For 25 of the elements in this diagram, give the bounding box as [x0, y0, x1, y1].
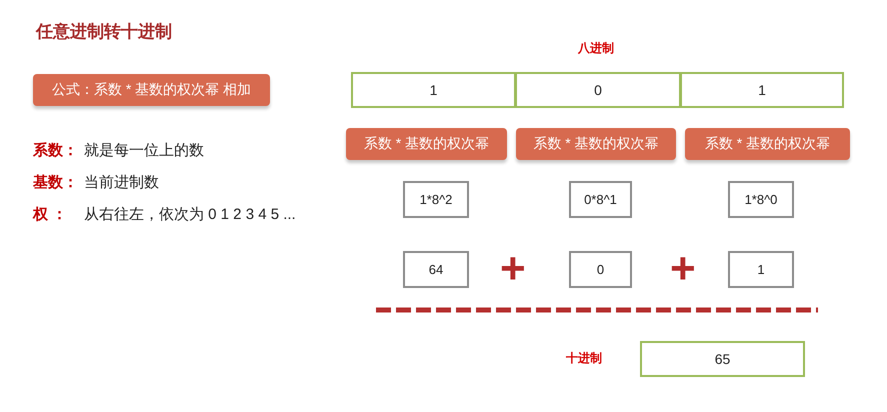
number-system-label: 八进制 — [578, 40, 614, 56]
term-banner: 系数 * 基数的权次幂 — [685, 128, 850, 160]
value-box: 1 — [728, 251, 794, 288]
term-box: 1*8^0 — [728, 181, 794, 218]
term-box: 1*8^2 — [403, 181, 469, 218]
term-banner: 系数 * 基数的权次幂 — [346, 128, 507, 160]
term-label: 权 ： — [33, 205, 68, 225]
digit-cell: 0 — [515, 72, 681, 108]
formula-banner: 公式：系数 * 基数的权次幂 相加 — [33, 74, 270, 106]
plus-sign: + — [670, 249, 696, 289]
term-box: 0*8^1 — [569, 181, 632, 218]
number-system-label: 十进制 — [566, 350, 602, 366]
value-box: 64 — [403, 251, 469, 288]
digit-cell: 1 — [351, 72, 516, 108]
plus-sign: + — [500, 249, 526, 289]
definition-text: 就是每一位上的数 — [84, 141, 204, 161]
term-label: 系数： — [33, 141, 78, 161]
definition-text: 从右往左，依次为 0 1 2 3 4 5 ... — [84, 205, 296, 225]
definition-text: 当前进制数 — [84, 173, 159, 193]
slide-title: 任意进制转十进制 — [36, 21, 172, 43]
digit-cell: 1 — [680, 72, 844, 108]
value-box: 0 — [569, 251, 632, 288]
term-label: 基数： — [33, 173, 78, 193]
result-cell: 65 — [640, 341, 805, 377]
term-banner: 系数 * 基数的权次幂 — [516, 128, 676, 160]
